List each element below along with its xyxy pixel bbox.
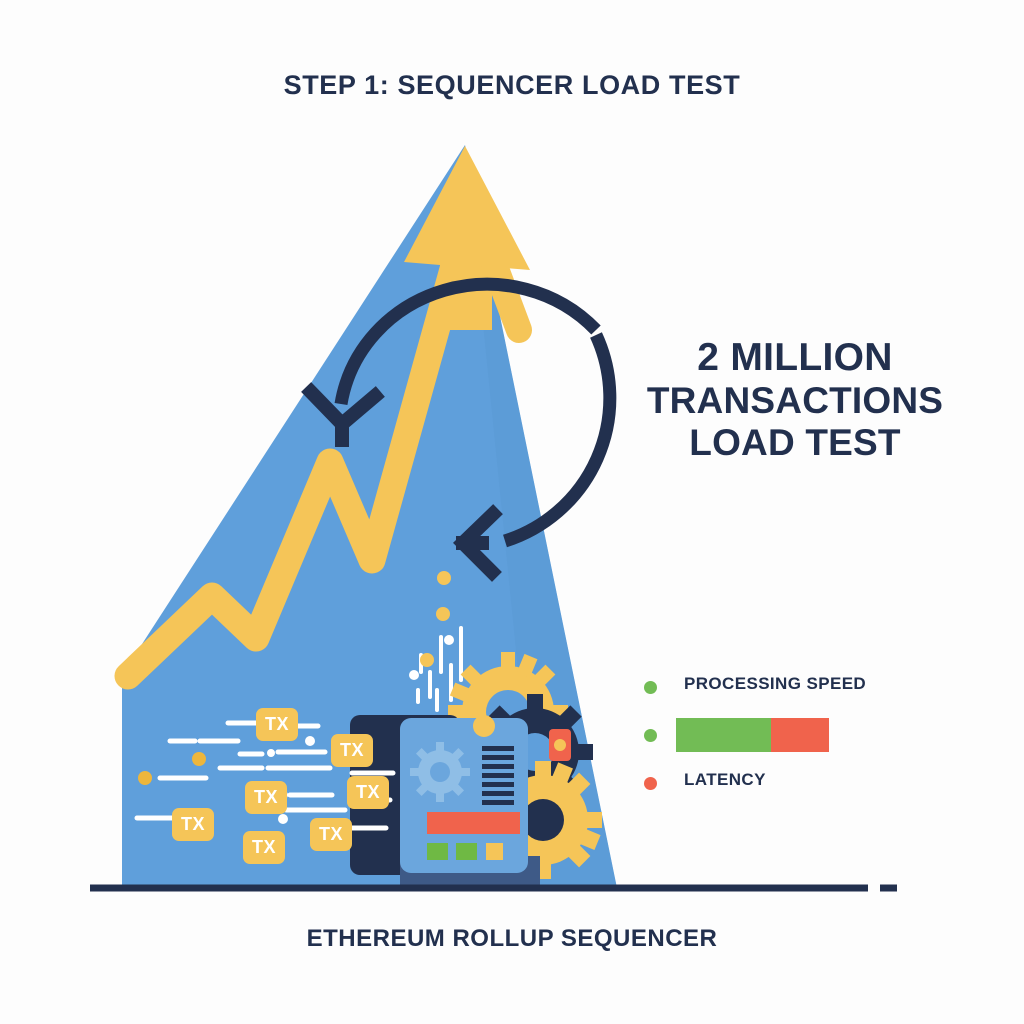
legend-dot-icon	[644, 777, 657, 790]
page-title: STEP 1: SEQUENCER LOAD TEST	[283, 70, 741, 100]
panel-gear-icon	[410, 742, 470, 802]
performance-bar-rest	[770, 718, 829, 752]
tx-tile: TX	[172, 808, 214, 841]
legend: PROCESSING SPEED LATENCY	[636, 672, 966, 816]
upward-data-dots	[409, 571, 454, 680]
tx-tile: TX	[310, 818, 352, 851]
legend-dot-icon	[644, 729, 657, 742]
legend-item-latency: LATENCY	[636, 768, 966, 816]
vent-bars	[482, 746, 514, 805]
legend-item-processing-speed: PROCESSING SPEED	[636, 672, 966, 720]
tx-tile: TX	[243, 831, 285, 864]
sequencer-machine	[349, 715, 571, 888]
page-caption: ETHEREUM ROLLUP SEQUENCER	[306, 925, 718, 952]
legend-item-bar	[636, 718, 966, 768]
stat-line-1: 2 MILLION	[697, 336, 893, 379]
legend-dot-icon	[644, 681, 657, 694]
headline-stat: 2 MILLION TRANSACTIONS LOAD TEST	[640, 336, 950, 464]
cycle-arrow-icon	[301, 277, 617, 582]
tx-tile: TX	[256, 708, 298, 741]
legend-label-processing-speed: PROCESSING SPEED	[684, 674, 867, 693]
connector-plug-icon	[549, 729, 571, 761]
performance-bar	[676, 718, 829, 752]
stat-line-2: TRANSACTIONS	[646, 380, 944, 422]
stat-line-3: LOAD TEST	[689, 421, 901, 463]
tx-tile: TX	[245, 781, 287, 814]
legend-label-latency: LATENCY	[684, 770, 766, 789]
performance-bar-fill	[676, 718, 771, 752]
tx-tile: TX	[331, 734, 373, 767]
tx-tile: TX	[347, 776, 389, 809]
